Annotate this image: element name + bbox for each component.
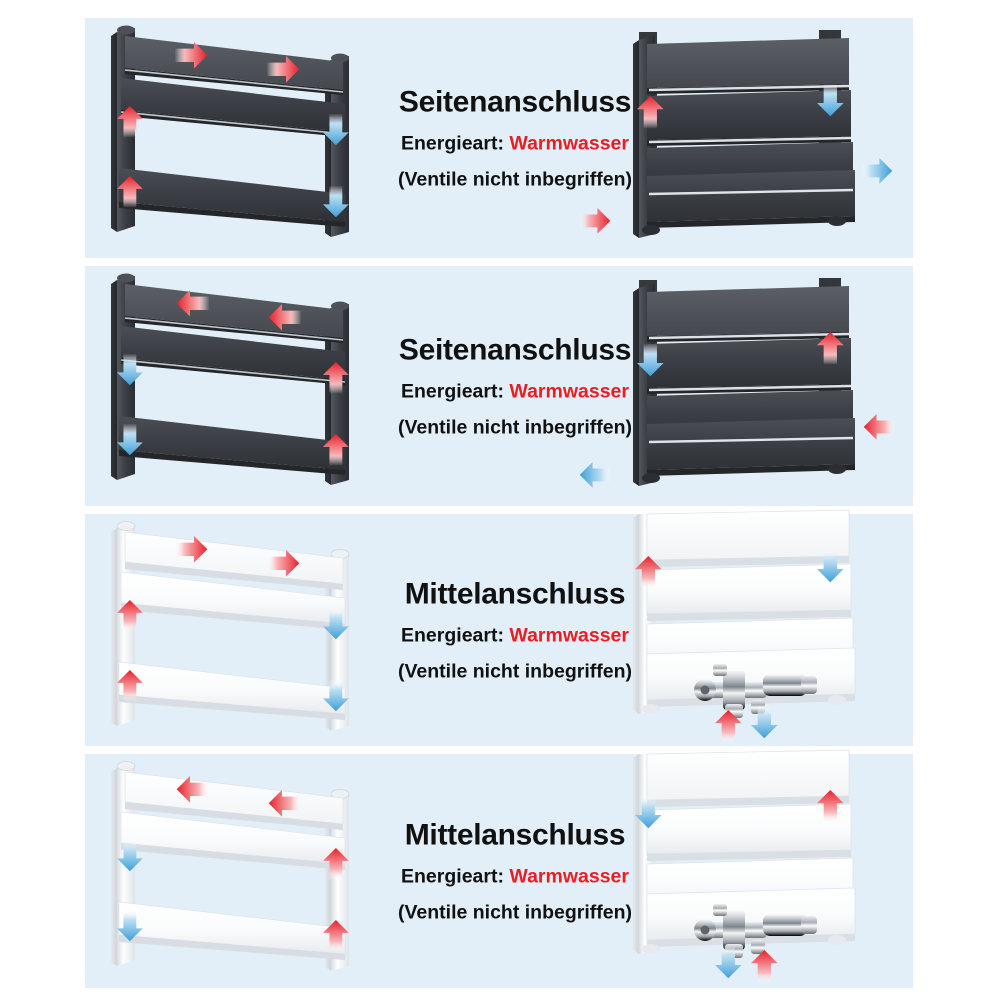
panel-1: Seitenanschluss Energieart: Warmwasser (… (85, 18, 913, 258)
panel-1-left-radiator-diagram (95, 18, 375, 258)
panel-1-energy-label: Energieart: (401, 132, 510, 155)
panel-2: Seitenanschluss Energieart: Warmwasser (… (85, 266, 913, 506)
radiator-perspective-dark (111, 25, 349, 237)
radiator-perspective-white (111, 521, 350, 731)
panel-4-left-radiator-diagram (95, 754, 375, 988)
radiator-front-dark (633, 30, 855, 238)
panel-3-right-radiator-diagram (605, 509, 913, 746)
panel-3-energy-label: Energieart: (401, 624, 510, 647)
radiator-bars (646, 509, 856, 707)
radiator-bars (646, 749, 856, 947)
radiator-perspective-dark (111, 273, 349, 485)
panel-2-energy-label: Energieart: (401, 380, 510, 403)
chrome-center-valve (694, 664, 817, 718)
radiator-bars (647, 38, 855, 228)
panel-4-energy-label: Energieart: (401, 865, 510, 888)
external-outlet-arrow (579, 462, 611, 488)
external-outlet-arrow (861, 158, 893, 184)
valve-inlet-arrow (751, 950, 778, 983)
panel-4-right-radiator-diagram (605, 749, 913, 988)
panel-2-left-radiator-diagram (95, 266, 375, 506)
external-inlet-arrow (579, 208, 611, 234)
panel-3: Mittelanschluss Energieart: Warmwasser (… (85, 509, 913, 746)
panel-2-right-radiator-diagram (579, 266, 913, 506)
panel-3-left-radiator-diagram (95, 514, 375, 746)
radiator-front-dark (633, 278, 855, 486)
chrome-center-valve (694, 904, 817, 958)
panel-4: Mittelanschluss Energieart: Warmwasser (… (85, 749, 913, 988)
radiator-perspective-white (111, 761, 350, 971)
panel-1-right-radiator-diagram (579, 18, 913, 258)
external-inlet-arrow (863, 414, 895, 440)
